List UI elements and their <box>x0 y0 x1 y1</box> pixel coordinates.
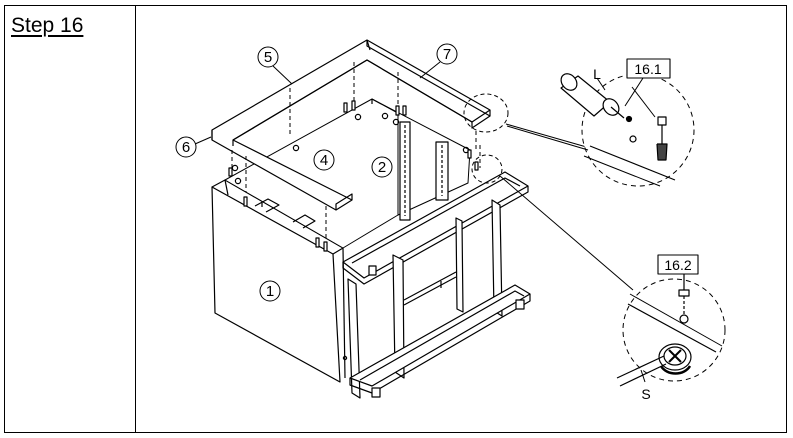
detail-16-2 <box>471 154 726 387</box>
detail-16-1-letter: L <box>593 66 601 82</box>
page-frame <box>4 5 787 433</box>
detail-16-2-label: 16.2 <box>664 257 691 273</box>
front-frame <box>342 171 531 399</box>
part-label-6: 6 <box>182 139 190 156</box>
detail-16-2-tag-box <box>657 254 699 275</box>
dowels <box>228 100 479 252</box>
column-divider <box>135 5 136 433</box>
top-frame <box>211 39 491 211</box>
part-label-2: 2 <box>378 159 386 176</box>
part-label-5: 5 <box>264 49 272 66</box>
step-title: Step 16 <box>11 14 84 37</box>
detail-16-1 <box>463 58 695 187</box>
detail-16-2-letter: S <box>641 386 650 402</box>
detail-16-1-label: 16.1 <box>634 61 661 77</box>
part-label-1: 1 <box>266 283 274 300</box>
part-label-4: 4 <box>320 152 328 169</box>
part-callouts <box>175 43 458 302</box>
detail-16-1-tag-box <box>626 58 671 79</box>
part-label-7: 7 <box>443 46 451 63</box>
dowel-guides <box>231 62 481 240</box>
